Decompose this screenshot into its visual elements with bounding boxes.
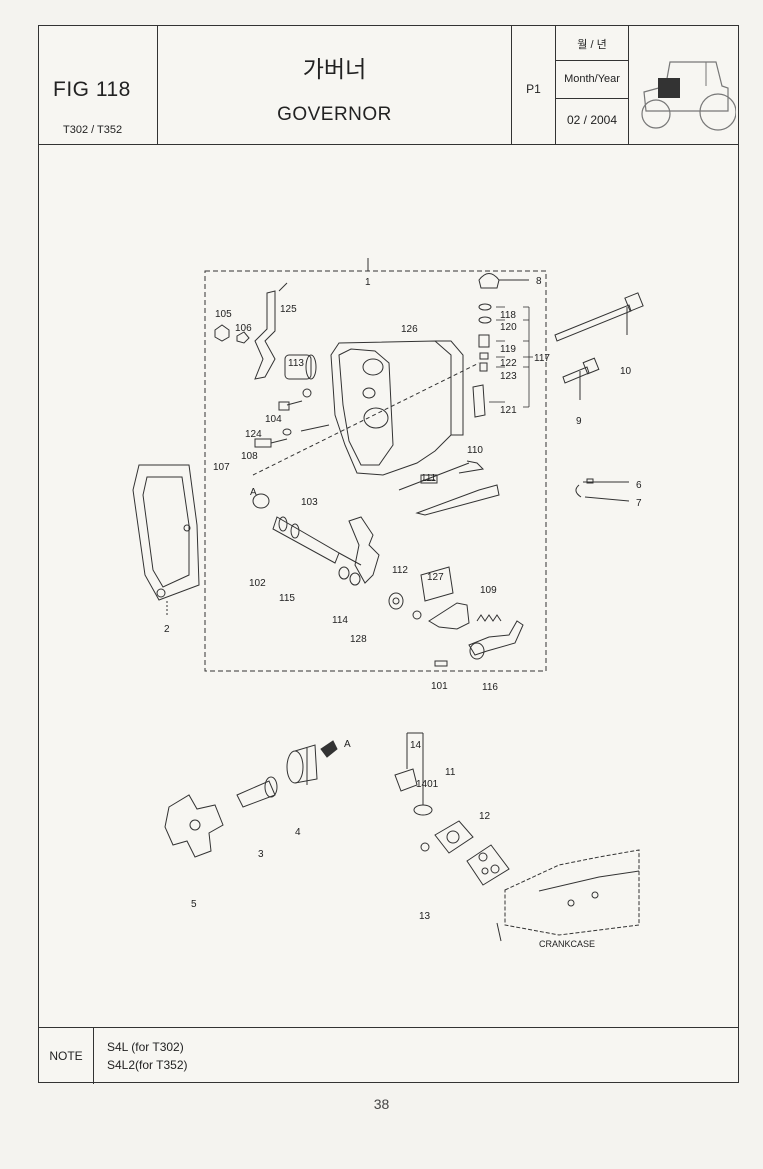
title-block: FIG 118 T302 / T352 가버너 GOVERNOR P1 월 / … [39,26,738,145]
note-line-1: S4L (for T302) [107,1040,184,1054]
issue-date: 02 / 2004 [566,113,618,127]
callout-13: 13 [419,911,431,922]
callout-122: 122 [500,358,517,369]
crankcase-label: CRANKCASE [539,939,595,949]
callout-123: 123 [500,371,517,382]
note-line-2: S4L2(for T352) [107,1058,188,1072]
callout-124: 124 [245,429,262,440]
callout-11: 11 [445,767,456,778]
lever-116 [468,620,524,656]
bolt-9 [562,366,590,384]
callout-1: 1 [365,277,371,288]
plate-126 [420,566,454,602]
callout-102: 102 [249,578,266,589]
figure-number: FIG 118 [53,78,131,101]
center-line [252,362,480,476]
page-number: 38 [373,1096,390,1112]
callout-118: 118 [500,310,516,321]
callout-7: 7 [636,498,642,509]
callout-12: 12 [479,811,491,822]
callout-110: 110 [467,445,483,456]
callout-105: 105 [215,309,232,320]
shaft-115 [272,516,340,564]
callout-4: 4 [295,827,301,838]
callout-109: 109 [480,585,497,596]
bolt-10 [554,304,632,342]
callout-3: 3 [258,849,264,860]
lever-shape [254,290,276,380]
page-code: P1 [526,82,541,96]
note-label: NOTE [39,1028,94,1084]
callout-112: 112 [392,565,408,576]
tractor-icon [641,61,736,131]
crankcase-outline [504,849,640,936]
plug-14 [394,768,418,792]
callout-121: 121 [500,405,517,416]
callout-117: 117 [534,353,550,364]
callout-1401: 1401 [416,779,439,790]
title-korean: 가버너 [302,56,367,82]
callout-10: 10 [620,366,632,377]
month-year-korean: 월 / 년 [577,39,607,51]
gasket-shape [132,464,200,601]
callout-126: 126 [401,324,418,335]
gasket-12 [466,844,510,886]
callout-111: 111 [421,473,437,484]
plate-11 [434,820,474,854]
callout-9: 9 [576,416,582,427]
kit-boundary [204,270,547,672]
reference-a: A [250,487,257,498]
callout-5: 5 [191,899,197,910]
callout-8: 8 [536,276,542,287]
weight-128 [348,516,380,584]
callout-119: 119 [500,344,516,355]
divider [556,60,628,61]
callout-106: 106 [235,323,252,334]
parts-sheet: FIG 118 T302 / T352 가버너 GOVERNOR P1 월 / … [38,25,739,1084]
housing-shape [330,340,452,476]
note-block: NOTE S4L (for T302) S4L2(for T352) [39,1027,738,1084]
callout-104: 104 [265,414,282,425]
callout-114: 114 [332,615,348,626]
figure-cell: FIG 118 T302 / T352 [39,26,158,144]
callout-115: 115 [279,593,295,604]
cap-8 [478,273,500,289]
page-code-cell: P1 [512,26,556,144]
callout-125: 125 [280,304,297,315]
callout-127: 127 [427,572,444,583]
callout-14: 14 [410,740,422,751]
callout-120: 120 [500,322,517,333]
arrow-a-icon [320,740,338,758]
callout-108: 108 [241,451,258,462]
callout-6: 6 [636,480,642,491]
divider [556,98,628,99]
callout-128: 128 [350,634,367,645]
reference-a: A [344,739,351,750]
callout-107: 107 [213,462,230,473]
carrier-5 [164,794,224,858]
title-english: GOVERNOR [277,104,392,125]
clip-7 [575,484,582,498]
month-year-label: Month/Year [564,73,620,85]
shaft-3 [236,780,276,808]
rod-110 [415,484,500,516]
callout-101: 101 [431,681,448,692]
title-cell: 가버너 GOVERNOR [158,26,512,144]
part-callouts: 1 2 3 4 5 6 7 8 9 10 11 12 13 14 1401 10… [164,276,642,949]
model-numbers: T302 / T352 [63,124,123,136]
callout-113: 113 [288,358,304,369]
callout-103: 103 [301,497,318,508]
callout-2: 2 [164,624,170,635]
callout-116: 116 [482,682,498,693]
date-cell: 월 / 년 Month/Year 02 / 2004 [556,26,629,144]
exploded-parts-diagram: 1 2 3 4 5 6 7 8 9 10 11 12 13 14 1401 10… [132,258,644,949]
